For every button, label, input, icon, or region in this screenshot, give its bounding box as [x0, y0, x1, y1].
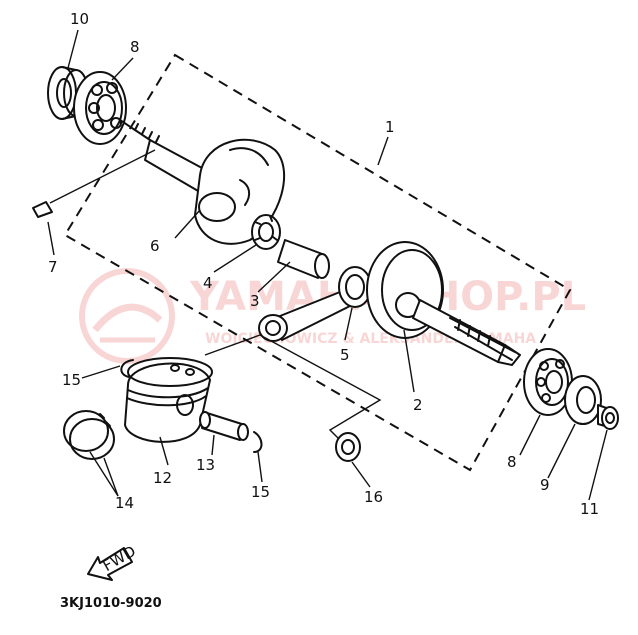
- oil-seal-right: [564, 375, 602, 425]
- connecting-rod: [258, 266, 372, 342]
- collar-spacer: [597, 404, 619, 430]
- callout-6: 6: [150, 237, 160, 255]
- bearing-left: [73, 71, 127, 145]
- needle-bearing-small-end: [335, 432, 361, 462]
- callout-8-left: 8: [130, 38, 140, 56]
- crankshaft-assembly-outline: [63, 53, 572, 472]
- callout-2: 2: [413, 396, 423, 414]
- piston-pin: [199, 411, 249, 441]
- callout-1: 1: [385, 118, 395, 136]
- needle-bearing-big-end: [251, 214, 281, 250]
- callout-11: 11: [580, 500, 599, 518]
- callout-7: 7: [48, 258, 58, 276]
- forward-arrow-icon: FWD: [87, 542, 139, 581]
- callout-13: 13: [196, 456, 215, 474]
- fwd-label: FWD: [100, 542, 139, 575]
- circlip-upper: [120, 359, 134, 378]
- crank-pin: [277, 239, 330, 279]
- callout-9: 9: [540, 476, 550, 494]
- callout-10: 10: [70, 10, 89, 28]
- piston: [124, 357, 213, 443]
- piston-rings: [63, 410, 115, 460]
- callout-12: 12: [153, 469, 172, 487]
- leader-lines: [47, 29, 608, 501]
- callout-15-lower: 15: [251, 483, 270, 501]
- diagram-code: 3KJ1010-9020: [60, 596, 162, 611]
- circlip-lower: [253, 431, 263, 453]
- bearing-right: [523, 348, 573, 416]
- woodruff-key: [32, 201, 53, 218]
- callout-8-right: 8: [507, 453, 517, 471]
- callout-5: 5: [340, 346, 350, 364]
- callout-15-upper: 15: [62, 371, 81, 389]
- crank-half-right: [366, 241, 521, 366]
- callout-4: 4: [203, 274, 213, 292]
- callout-labels: 10 8 1 6 7 4 3 5 2 15 12 13 14 15 16 8 9…: [48, 10, 599, 518]
- callout-3: 3: [250, 292, 260, 310]
- oil-seal-left: [47, 66, 89, 120]
- callout-14: 14: [115, 494, 134, 512]
- callout-16: 16: [364, 488, 383, 506]
